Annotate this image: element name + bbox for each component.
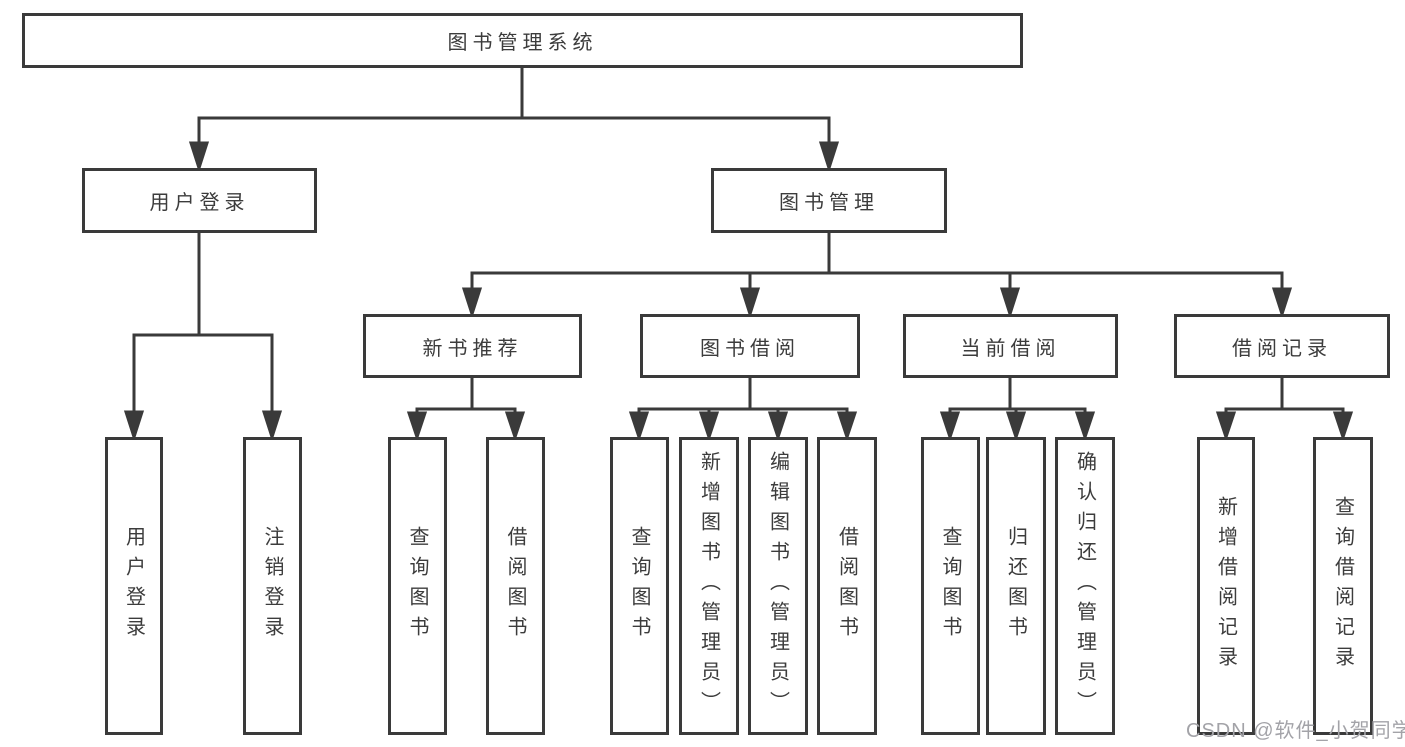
node-new-book-recommend-label: 新书推荐: [422, 337, 523, 360]
node-user-login: 用户登录: [82, 168, 317, 233]
node-book-management: 图书管理: [711, 168, 947, 233]
node-library-system-label: 图书管理系统: [447, 32, 598, 54]
node-library-system: 图书管理系统: [22, 13, 1023, 68]
watermark: CSDN @软件_小贺同学: [1186, 720, 1405, 742]
node-book-borrow-label: 图书借阅: [700, 337, 800, 360]
node-current-borrow-label: 当前借阅: [960, 337, 1061, 360]
leaf-query-books-current: 查询图书: [921, 437, 980, 735]
node-current-borrow: 当前借阅: [903, 314, 1118, 378]
leaf-return-books: 归还图书: [986, 437, 1046, 735]
leaf-query-books-recommend: 查询图书: [388, 437, 447, 735]
node-borrow-records-label: 借阅记录: [1232, 337, 1332, 360]
leaf-confirm-return-admin: 确认归还（管理员）: [1055, 437, 1115, 735]
leaf-query-books-borrow: 查询图书: [610, 437, 669, 735]
leaf-user-login: 用户登录: [105, 437, 163, 735]
leaf-add-borrow-record: 新增借阅记录: [1197, 437, 1255, 735]
leaf-borrow-books-recommend: 借阅图书: [486, 437, 545, 735]
leaf-borrow-books: 借阅图书: [817, 437, 877, 735]
leaf-logout: 注销登录: [243, 437, 302, 735]
node-book-borrow: 图书借阅: [640, 314, 860, 378]
leaf-edit-books-admin: 编辑图书（管理员）: [748, 437, 808, 735]
node-new-book-recommend: 新书推荐: [363, 314, 582, 378]
node-borrow-records: 借阅记录: [1174, 314, 1390, 378]
leaf-add-books-admin: 新增图书（管理员）: [679, 437, 739, 735]
node-user-login-label: 用户登录: [149, 192, 250, 214]
node-book-management-label: 图书管理: [779, 192, 879, 214]
leaf-query-borrow-record: 查询借阅记录: [1313, 437, 1373, 735]
